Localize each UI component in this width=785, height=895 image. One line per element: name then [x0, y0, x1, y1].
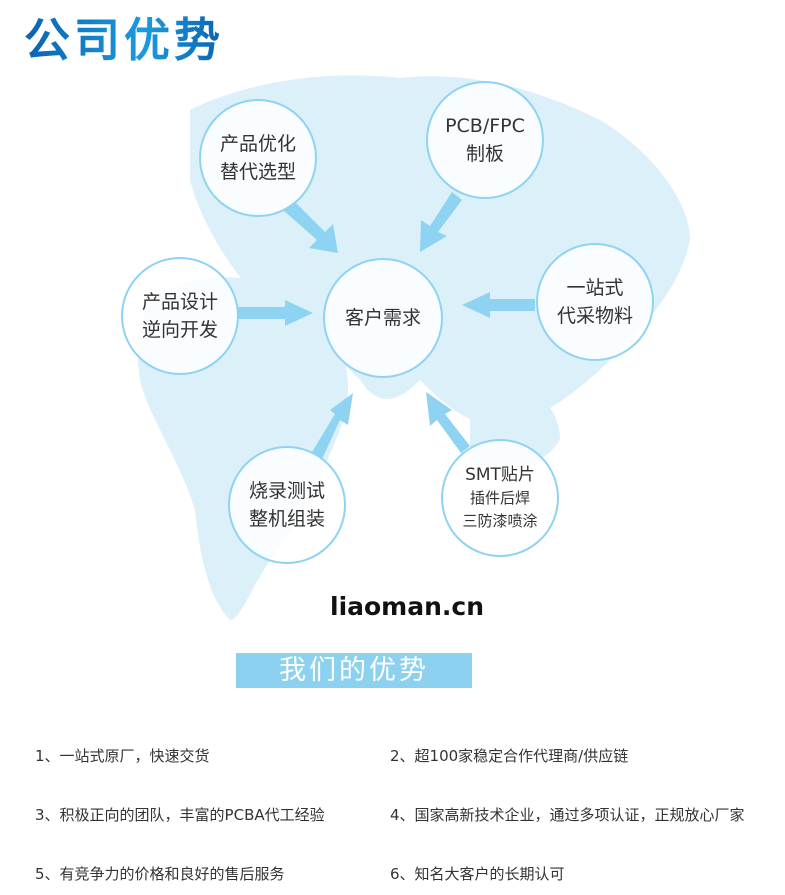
- advantages-banner: 我们的优势: [236, 653, 472, 688]
- node-line: 代采物料: [556, 305, 633, 327]
- node-customer-demand: 客户需求: [323, 258, 443, 378]
- advantage-item: 4、国家高新技术企业，通过多项认证，正规放心厂家: [390, 806, 745, 824]
- node-smt: SMT贴片 插件后焊 三防漆喷涂: [441, 439, 559, 557]
- arrow-design: [238, 300, 313, 326]
- advantage-item: 5、有竞争力的价格和良好的售后服务: [35, 865, 285, 883]
- node-line: 三防漆喷涂: [462, 511, 538, 530]
- node-one-stop: 一站式 代采物料: [536, 243, 654, 361]
- node-line: 产品设计: [141, 291, 218, 313]
- node-line: 逆向开发: [141, 319, 218, 341]
- arrow-burn: [312, 393, 353, 459]
- node-product-optimize: 产品优化 替代选型: [199, 99, 317, 217]
- node-line: 产品优化: [219, 133, 296, 155]
- arrow-onestop: [462, 292, 535, 318]
- node-product-design: 产品设计 逆向开发: [121, 257, 239, 375]
- advantage-item: 6、知名大客户的长期认可: [390, 865, 565, 883]
- page-title: 公司优势: [24, 4, 224, 70]
- arrow-optimize: [283, 200, 338, 253]
- node-line: 插件后焊: [469, 488, 530, 507]
- node-pcb-fpc: PCB/FPC 制板: [426, 81, 544, 199]
- node-line: 客户需求: [344, 307, 421, 329]
- arrow-smt: [426, 392, 470, 453]
- node-line: 制板: [465, 143, 504, 165]
- advantage-item: 1、一站式原厂，快速交货: [35, 747, 210, 765]
- node-line: PCB/FPC: [445, 115, 525, 137]
- arrows: [238, 192, 535, 459]
- advantage-item: 3、积极正向的团队，丰富的PCBA代工经验: [35, 806, 325, 824]
- node-line: 整机组装: [248, 508, 325, 530]
- node-line: 一站式: [566, 277, 624, 299]
- node-burn-test: 烧录测试 整机组装: [228, 446, 346, 564]
- node-line: SMT贴片: [465, 464, 535, 485]
- node-line: 烧录测试: [248, 480, 325, 502]
- advantage-item: 2、超100家稳定合作代理商/供应链: [390, 747, 629, 765]
- arrow-pcb: [420, 192, 462, 252]
- watermark: liaoman.cn: [330, 592, 485, 621]
- node-line: 替代选型: [219, 161, 296, 183]
